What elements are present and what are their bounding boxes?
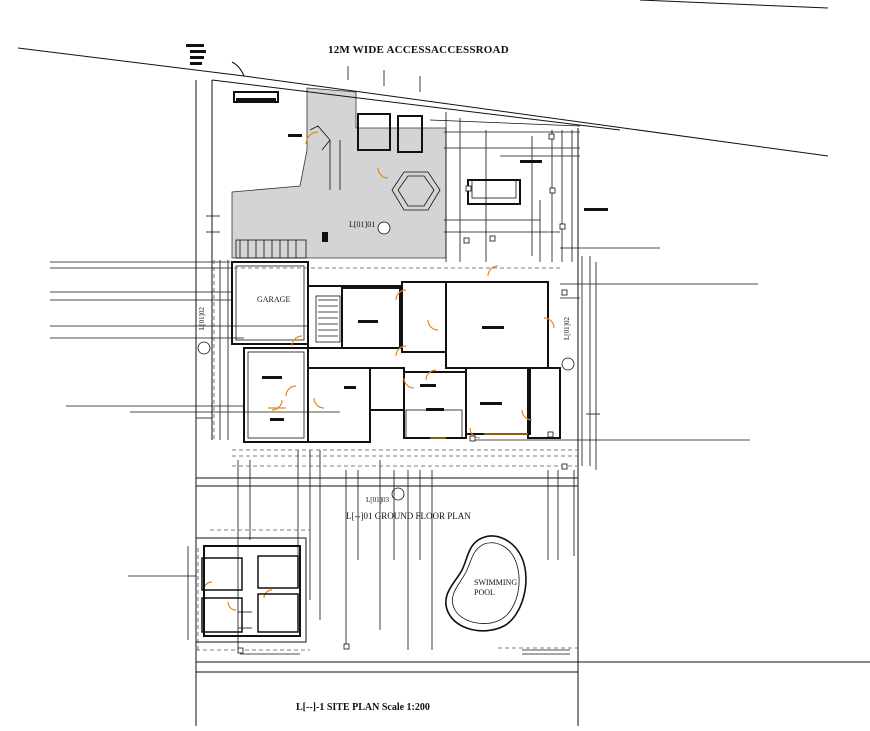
- house-walls: [231, 91, 561, 443]
- section-ref-left: L[01]02: [198, 307, 206, 330]
- site-boundary: [195, 80, 870, 726]
- access-road-lines: [17, 0, 829, 157]
- road-title: 12M WIDE ACCESSACCESSROAD: [328, 44, 509, 56]
- paved-driveway: [231, 87, 447, 259]
- section-ref-bottom: L[01]03: [366, 496, 389, 504]
- section-markers: [197, 221, 575, 501]
- section-ref-top: L[01]01: [349, 220, 376, 229]
- room-fixtures: [186, 44, 608, 421]
- ground-floor-plan-title: L[--]01 GROUND FLOOR PLAN: [346, 511, 471, 521]
- garage-label: GARAGE: [257, 295, 291, 304]
- interior-details: [235, 125, 517, 439]
- leader-lines-left: [50, 261, 340, 577]
- point-markers: [237, 133, 568, 654]
- section-ref-right: L[01]02: [563, 317, 571, 340]
- grid-lines: [196, 260, 578, 651]
- leader-lines-vertical: [219, 112, 597, 650]
- site-plan-title: L[--]-1 SITE PLAN Scale 1:200: [296, 702, 430, 713]
- pool-label-line2: POOL: [474, 588, 495, 597]
- swimming-pool: [445, 535, 527, 632]
- outbuilding: [187, 537, 307, 643]
- door-swings: [203, 131, 555, 611]
- leader-lines-right: [429, 119, 758, 441]
- dimension-ticks: [206, 66, 570, 655]
- pool-label-line1: SWIMMING: [474, 578, 518, 587]
